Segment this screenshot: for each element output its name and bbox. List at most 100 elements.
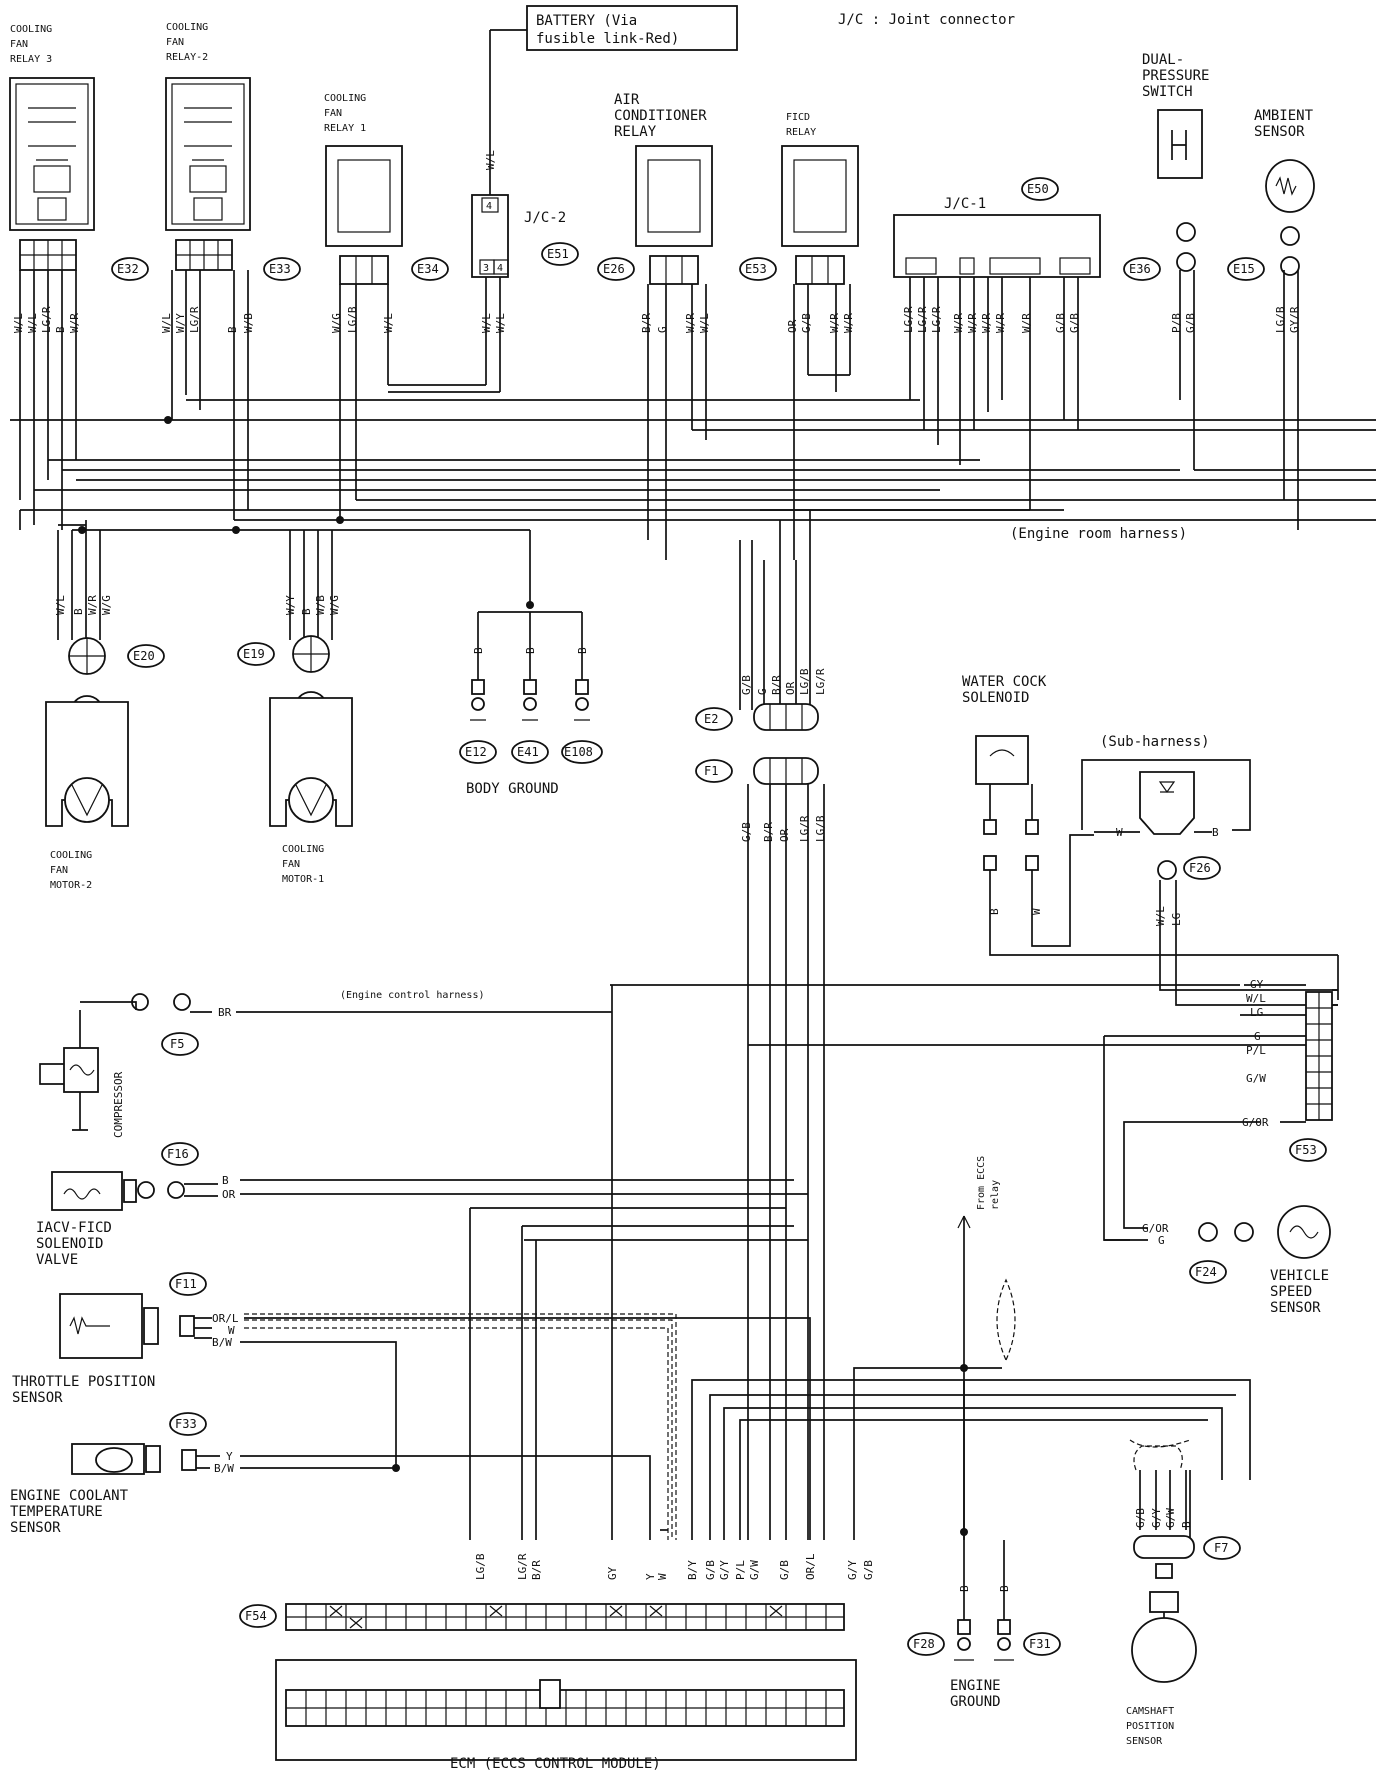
svg-text:SENSOR: SENSOR [1126,1736,1163,1747]
f53-connector: F53 GY W/L LG G P/L G/W G/OR [610,955,1339,1241]
svg-text:G/B: G/B [704,1560,717,1580]
svg-text:Y: Y [226,1450,233,1463]
svg-text:W/G: W/G [100,595,113,615]
svg-text:W/R: W/R [994,313,1007,333]
svg-text:CAMSHAFT: CAMSHAFT [1126,1706,1174,1717]
svg-text:RELAY-2: RELAY-2 [166,52,208,63]
svg-text:E41: E41 [517,745,539,759]
svg-text:RELAY: RELAY [614,124,657,140]
svg-text:E51: E51 [547,247,569,261]
svg-text:E20: E20 [133,649,155,663]
svg-text:W/L: W/L [54,595,67,615]
svg-text:E19: E19 [243,647,265,661]
svg-text:B/R: B/R [770,675,783,695]
svg-text:B: B [472,647,485,654]
svg-text:G: G [756,688,769,695]
svg-text:VALVE: VALVE [36,1252,78,1268]
e53-connector-shell [795,255,845,285]
svg-text:LG/R: LG/R [902,306,915,333]
svg-text:E15: E15 [1233,262,1255,276]
svg-text:LG/B: LG/B [474,1553,487,1580]
svg-text:W/R: W/R [828,313,841,333]
svg-text:W/L: W/L [26,313,39,333]
svg-text:DUAL-: DUAL- [1142,52,1184,68]
svg-text:W/R: W/R [980,313,993,333]
engine-room-harness-label: (Engine room harness) [1010,526,1187,542]
svg-text:COOLING: COOLING [166,22,208,33]
svg-text:W/R: W/R [952,313,965,333]
svg-text:G/B: G/B [1184,313,1197,333]
svg-text:FAN: FAN [324,108,342,119]
svg-text:B: B [998,1585,1011,1592]
svg-text:RELAY 1: RELAY 1 [324,123,366,134]
dual-pressure-switch: DUAL- PRESSURE SWITCH [1142,52,1209,272]
svg-text:LG/B: LG/B [346,306,359,333]
svg-text:B/W: B/W [212,1336,232,1349]
svg-text:4: 4 [486,201,492,212]
svg-text:FAN: FAN [166,37,184,48]
svg-text:W: W [1030,908,1043,915]
ecm-wire-labels: LG/B LG/R B/R GY Y W B/Y G/B G/Y P/L G/W… [474,1553,875,1580]
svg-text:B: B [988,908,1001,915]
ambient-sensor: AMBIENT SENSOR [1254,108,1315,276]
jc-note: J/C : Joint connector [838,12,1015,28]
svg-text:IACV-FICD: IACV-FICD [36,1220,112,1236]
svg-text:RELAY: RELAY [786,127,816,138]
cooling-fan-relay-2: COOLING FAN RELAY-2 [165,22,251,271]
svg-text:B: B [576,647,589,654]
svg-text:W/R: W/R [966,313,979,333]
joint-connector-1: J/C-1 [893,196,1101,278]
battery-label-1: BATTERY (Via [536,13,637,29]
svg-text:G/W: G/W [1246,1072,1266,1085]
ecm-label: ECM (ECCS CONTROL MODULE) [450,1756,661,1772]
svg-text:B/R: B/R [530,1560,543,1580]
svg-text:SENSOR: SENSOR [12,1390,63,1406]
e34-connector-shell [339,255,389,285]
svg-text:G/Y: G/Y [846,1560,859,1580]
svg-text:E36: E36 [1129,262,1151,276]
svg-text:COOLING: COOLING [50,850,92,861]
battery-label-2: fusible link-Red) [536,31,679,47]
svg-text:E2: E2 [704,712,718,726]
svg-text:CONDITIONER: CONDITIONER [614,108,707,124]
svg-text:W: W [656,1573,669,1580]
svg-text:FAN: FAN [282,859,300,870]
svg-text:W/G: W/G [328,595,341,615]
svg-text:E12: E12 [465,745,487,759]
svg-text:E53: E53 [745,262,767,276]
svg-text:W/L: W/L [160,313,173,333]
fan-motor-1: W/Y B W/B W/G E19 COOLING FAN MOTOR-1 [237,595,353,885]
svg-text:G/B: G/B [1054,313,1067,333]
svg-text:G: G [656,326,669,333]
svg-text:G/B: G/B [800,313,813,333]
svg-text:E26: E26 [603,262,625,276]
svg-text:G: G [1158,1234,1165,1247]
svg-text:(Sub-harness): (Sub-harness) [1100,734,1210,750]
engine-control-harness-label: (Engine control harness) [340,990,485,1001]
center-harness-wires [469,784,1251,1620]
svg-text:F7: F7 [1214,1541,1228,1555]
svg-text:G/B: G/B [740,822,753,842]
svg-text:B: B [300,608,313,615]
svg-text:B: B [222,1174,229,1187]
svg-text:WATER COCK: WATER COCK [962,674,1047,690]
svg-text:F54: F54 [245,1609,267,1623]
jc2-label: J/C-2 [524,210,566,226]
jc1-label: J/C-1 [944,196,986,212]
svg-text:F26: F26 [1189,861,1211,875]
svg-text:B/R: B/R [640,313,653,333]
svg-text:B: B [226,326,239,333]
svg-text:LG/B: LG/B [798,668,811,695]
svg-text:G/B: G/B [862,1560,875,1580]
svg-text:MOTOR-1: MOTOR-1 [282,874,324,885]
svg-text:F31: F31 [1029,1637,1051,1651]
ficd-relay: FICD RELAY [781,112,859,285]
svg-text:B: B [54,326,67,333]
svg-text:Y: Y [644,1573,657,1580]
svg-text:F16: F16 [167,1147,189,1161]
svg-text:W/R: W/R [684,313,697,333]
svg-text:W/R: W/R [842,313,855,333]
svg-text:F28: F28 [913,1637,935,1651]
svg-text:COOLING: COOLING [10,24,52,35]
